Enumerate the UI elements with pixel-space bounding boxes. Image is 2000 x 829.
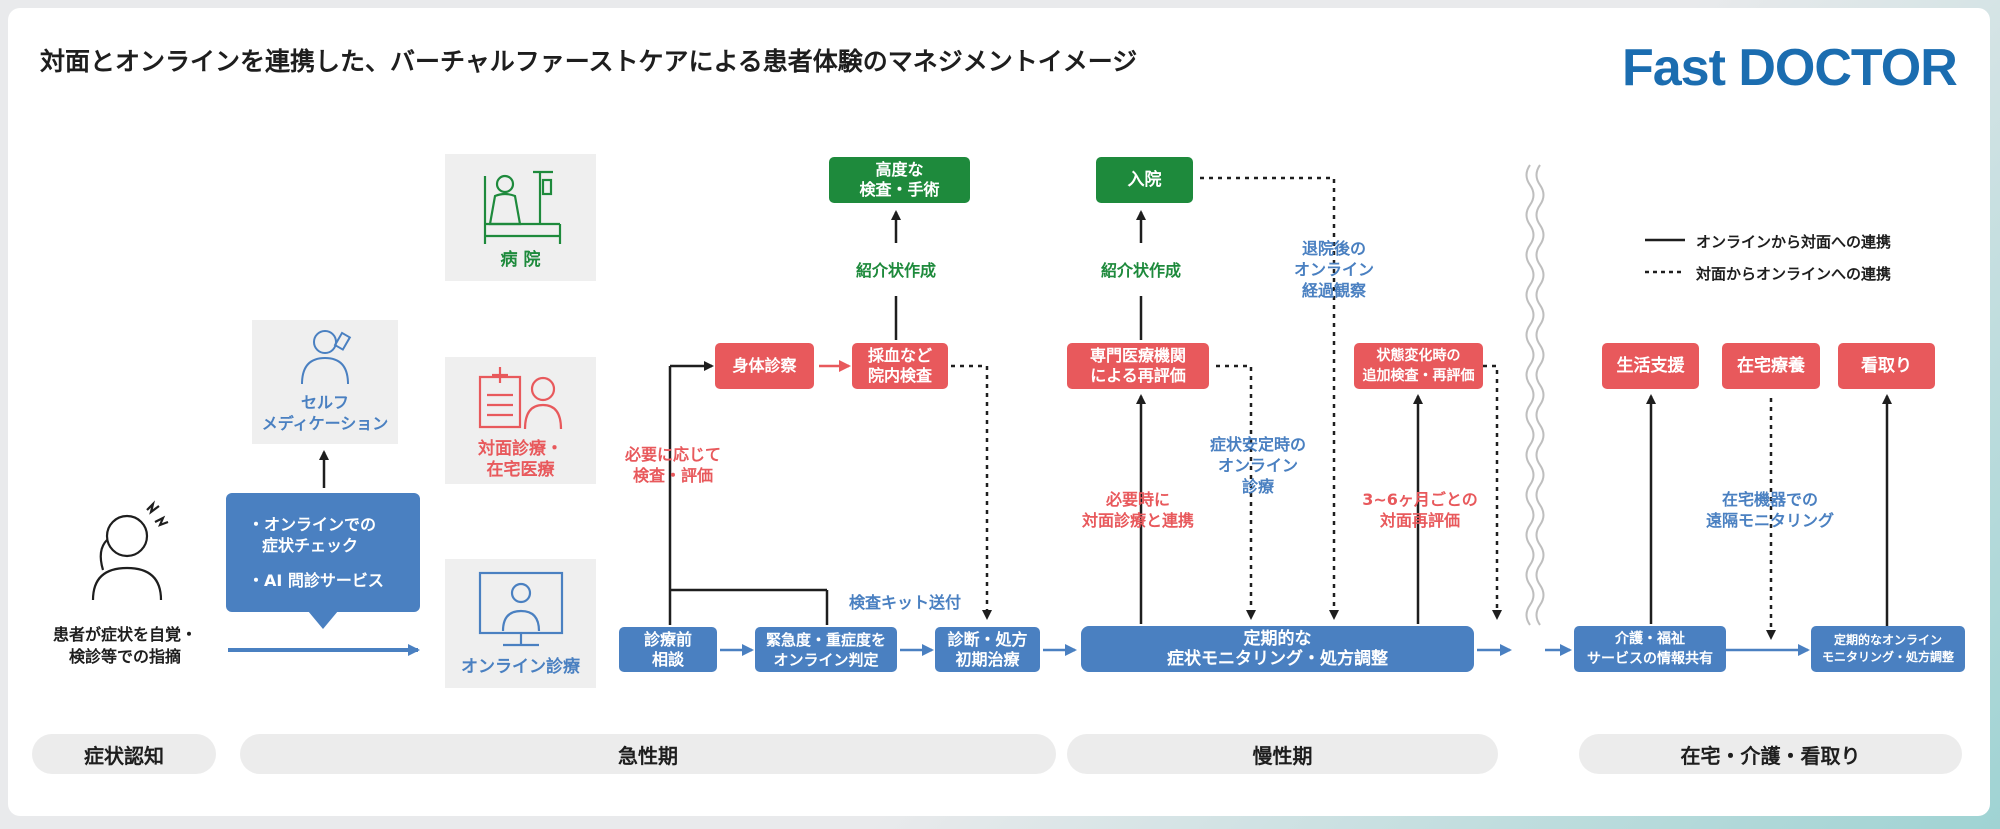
advanced-line-2: 検査・手術 [859, 180, 940, 199]
face-to-face-label-2: 在宅医療 [486, 460, 555, 480]
patient-label-2: 検診等での指摘 [68, 647, 181, 666]
patient-label-1: 患者が症状を自覚・ [52, 625, 197, 644]
blood-test-line-1: 採血など [867, 346, 932, 365]
end-of-life-box: 看取り [1838, 343, 1935, 389]
online-monitor-line-2: モニタリング・処方調整 [1821, 650, 1954, 664]
pre-consult-line-2: 相談 [651, 649, 684, 669]
kit-label: 検査キット送付 [848, 593, 961, 612]
pharmacist-icon [301, 330, 352, 385]
info-share-line-2: サービスの情報共有 [1587, 651, 1713, 667]
triage-line-2: オンライン判定 [773, 650, 879, 669]
life-support-box: 生活支援 [1602, 343, 1699, 389]
bubble-line-3: ・AI 問診サービス [248, 571, 384, 590]
symptom-check-bubble: ・オンラインでの 症状チェック ・AI 問診サービス [226, 493, 420, 612]
info-share-box: 介護・福祉サービスの情報共有 [1574, 626, 1726, 672]
referral-label-acute: 紹介状作成 [855, 261, 936, 280]
advanced-line-1: 高度な [875, 160, 924, 179]
physical-exam-box: 身体診察 [715, 343, 814, 389]
monitoring-line-1: 定期的な [1243, 629, 1312, 649]
stable-line-3: 診療 [1241, 477, 1274, 496]
specialist-line-1: 専門医療機関 [1089, 346, 1186, 365]
pre-consult-line-1: 診療前 [643, 629, 692, 649]
legend-dotted: 対面からオンラインへの連携 [1696, 265, 1892, 283]
phase-home: 在宅・介護・看取り [1579, 734, 1962, 774]
monitoring-box: 定期的な症状モニタリング・処方調整 [1081, 626, 1474, 672]
when-needed-line-1: 必要時に [1105, 490, 1170, 509]
diagnosis-box: 診断・処方初期治療 [935, 627, 1040, 672]
diagnosis-line-1: 診断・処方 [947, 629, 1028, 649]
online-panel: オンライン診療 [445, 559, 596, 688]
specialist-line-2: による再評価 [1090, 366, 1186, 385]
diagnosis-line-2: 初期治療 [955, 649, 1020, 669]
as-needed-label-2: 検査・評価 [632, 466, 713, 485]
online-monitor-box: 定期的なオンラインモニタリング・処方調整 [1811, 626, 1965, 672]
legend-solid: オンラインから対面への連携 [1696, 233, 1892, 251]
periodic-eval-line-2: 対面再評価 [1379, 511, 1460, 530]
self-medication-panel: セルフ メディケーション [252, 320, 398, 444]
hospital-label: 病 院 [500, 250, 541, 270]
page-title: 対面とオンラインを連携した、バーチャルファーストケアによる患者体験のマネジメント… [40, 47, 1138, 76]
blood-test-box: 採血など院内検査 [852, 343, 948, 389]
pre-consultation-box: 診療前相談 [619, 627, 717, 672]
bubble-line-2: 症状チェック [262, 536, 359, 555]
post-discharge-line-1: 退院後の [1301, 239, 1366, 258]
phase-acute: 急性期 [240, 734, 1056, 774]
admission-box: 入院 [1096, 157, 1193, 203]
advanced-exam-box: 高度な検査・手術 [829, 157, 970, 203]
logo: Fast DOCTOR [1622, 39, 1958, 97]
phase-chronic: 慢性期 [1067, 734, 1498, 774]
referral-label-chronic: 紹介状作成 [1100, 261, 1181, 280]
face-to-face-label-1: 対面診療・ [478, 439, 563, 459]
bubble-tail [308, 611, 338, 629]
triage-line-1: 緊急度・重症度を [765, 630, 886, 649]
remote-line-2: 遠隔モニタリング [1705, 511, 1834, 530]
specialist-box: 専門医療機関による再評価 [1067, 343, 1209, 389]
online-label: オンライン診療 [461, 657, 580, 677]
state-change-line-1: 状態変化時の [1376, 348, 1461, 364]
triage-box: 緊急度・重症度をオンライン判定 [755, 627, 897, 672]
as-needed-label-1: 必要に応じて [624, 445, 721, 464]
stable-line-1: 症状安定時の [1209, 435, 1306, 454]
online-monitor-line-1: 定期的なオンライン [1833, 633, 1942, 647]
patient-headache-icon [91, 500, 169, 601]
face-to-face-panel: 対面診療・ 在宅医療 [445, 357, 596, 484]
state-change-box: 状態変化時の追加検査・再評価 [1354, 343, 1483, 389]
bubble-line-1: ・オンラインでの [248, 515, 377, 534]
hospital-bed-icon [483, 170, 562, 244]
self-med-label-1: セルフ [300, 393, 349, 412]
periodic-eval-line-1: 3~6ヶ月ごとの [1362, 490, 1478, 509]
online-doctor-icon [478, 571, 564, 647]
blood-test-line-2: 院内検査 [867, 366, 932, 385]
when-needed-line-2: 対面診療と連携 [1081, 511, 1194, 530]
stable-line-2: オンライン [1217, 456, 1298, 475]
post-discharge-line-3: 経過観察 [1301, 281, 1366, 300]
monitoring-line-2: 症状モニタリング・処方調整 [1167, 649, 1388, 669]
remote-line-1: 在宅機器での [1721, 490, 1818, 509]
info-share-line-1: 介護・福祉 [1615, 631, 1685, 647]
home-care-box: 在宅療養 [1722, 343, 1820, 389]
self-med-label-2: メディケーション [261, 414, 389, 433]
doctor-clinic-icon [478, 367, 563, 430]
post-discharge-line-2: オンライン [1293, 260, 1374, 279]
phase-symptom: 症状認知 [32, 734, 216, 774]
state-change-line-2: 追加検査・再評価 [1362, 368, 1475, 384]
hospital-panel: 病 院 [445, 154, 596, 281]
